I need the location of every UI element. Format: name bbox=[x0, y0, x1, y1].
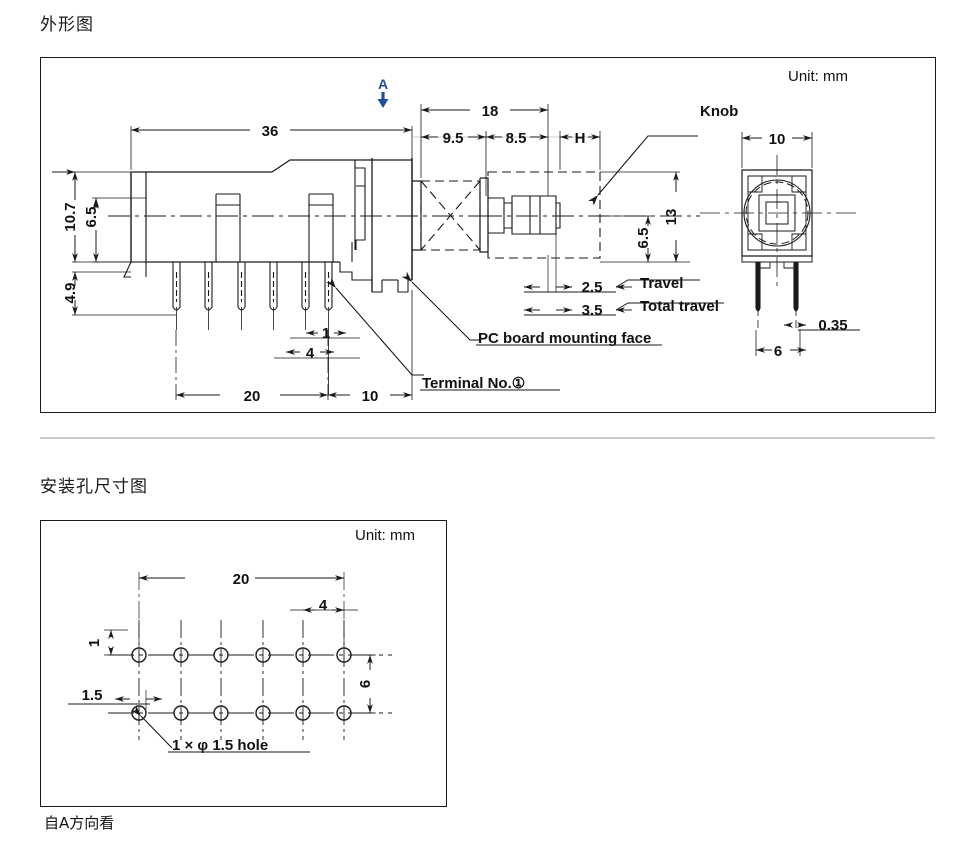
view-marker-a: A bbox=[377, 76, 389, 108]
label-terminal-no: Terminal No.① bbox=[422, 375, 525, 392]
dim-knob-h: H bbox=[575, 130, 586, 147]
dim-pin-span: 6 bbox=[774, 343, 782, 360]
unit-label-outline: Unit: mm bbox=[788, 68, 848, 85]
dim-overall-length: 36 bbox=[262, 123, 279, 140]
unit-label-mounting: Unit: mm bbox=[355, 527, 415, 544]
dim-total-travel: 3.5 bbox=[582, 302, 603, 319]
dim-hole-pitch: 4 bbox=[319, 597, 328, 614]
dim-edge-left: 1.5 bbox=[82, 687, 103, 704]
dim-height-low: 4.9 bbox=[62, 283, 79, 304]
mounting-hole-pattern bbox=[108, 620, 392, 740]
dim-front-width: 10 bbox=[769, 131, 786, 148]
label-knob: Knob bbox=[700, 103, 738, 120]
dim-hole-span: 20 bbox=[233, 571, 250, 588]
section-divider bbox=[40, 437, 935, 439]
dim-row-spacing: 6 bbox=[357, 680, 374, 688]
dim-edge-top: 1 bbox=[86, 639, 103, 647]
dim-pin-pitch: 4 bbox=[306, 345, 315, 362]
dim-shaft-seg-1: 9.5 bbox=[443, 130, 464, 147]
mounting-drawing-frame bbox=[40, 520, 447, 807]
dim-travel: 2.5 bbox=[582, 279, 603, 296]
label-travel: Travel bbox=[640, 275, 683, 292]
dim-shaft-total: 18 bbox=[482, 103, 499, 120]
outline-dimension-labels: 36 18 9.5 8.5 H 10.7 6.5 4.9 13 6.5 2.5 … bbox=[62, 103, 848, 405]
view-marker-label: A bbox=[378, 76, 388, 92]
dim-height-total: 10.7 bbox=[62, 202, 79, 231]
outline-side-view bbox=[108, 155, 860, 395]
dim-pin-pitch-small: 1 bbox=[322, 325, 330, 342]
dim-body-height: 13 bbox=[663, 209, 680, 226]
mounting-dimension-labels: 20 4 1 1.5 6 1 × φ 1.5 hole bbox=[82, 571, 374, 754]
page-title-outline: 外形图 bbox=[40, 15, 94, 35]
page-title-mounting: 安装孔尺寸图 bbox=[40, 477, 148, 497]
label-hole-note: 1 × φ 1.5 hole bbox=[172, 737, 268, 754]
mounting-dimension-lines bbox=[68, 572, 376, 753]
label-pc-board: PC board mounting face bbox=[478, 330, 651, 347]
dim-center-height: 6.5 bbox=[635, 228, 652, 249]
dim-base-len-left: 20 bbox=[244, 388, 261, 405]
dim-pin-width: 0.35 bbox=[818, 317, 847, 334]
view-direction-caption: 自A方向看 bbox=[44, 814, 115, 832]
dim-height-mid: 6.5 bbox=[83, 207, 100, 228]
dim-shaft-seg-2: 8.5 bbox=[506, 130, 527, 147]
label-total-travel: Total travel bbox=[640, 298, 719, 315]
dim-base-len-right: 10 bbox=[362, 388, 379, 405]
